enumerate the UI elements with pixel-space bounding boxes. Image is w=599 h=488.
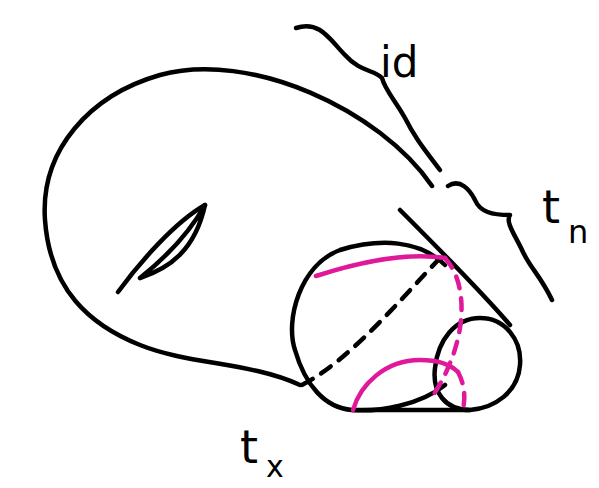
math-label: id: [380, 42, 418, 84]
math-label: t: [542, 184, 560, 230]
math-label: t: [240, 424, 258, 470]
math-label: n: [568, 216, 588, 248]
math-label: x: [266, 452, 284, 482]
